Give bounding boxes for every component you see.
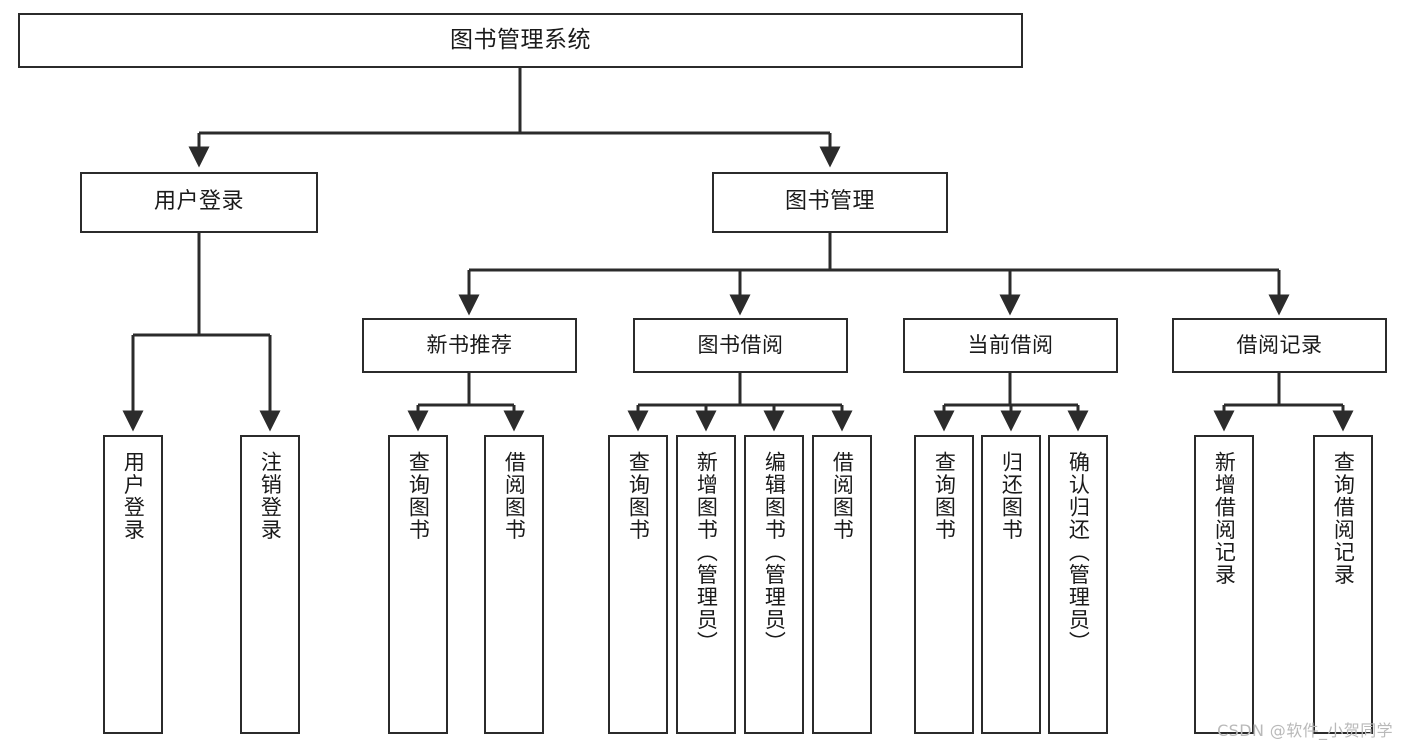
node-leaf-query-borrow-record[interactable]: 查询借阅记录: [1313, 435, 1373, 734]
node-leaf-add-borrow-record[interactable]: 新增借阅记录: [1194, 435, 1254, 734]
node-leaf-add-book-admin[interactable]: 新增图书（管理员）: [676, 435, 736, 734]
node-label: 查询借阅记录: [1331, 451, 1356, 586]
node-leaf-return-book[interactable]: 归还图书: [981, 435, 1041, 734]
node-leaf-user-login[interactable]: 用户登录: [103, 435, 163, 734]
node-leaf-confirm-return-admin[interactable]: 确认归还（管理员）: [1048, 435, 1108, 734]
node-label: 当前借阅: [967, 332, 1054, 357]
node-label: 归还图书: [999, 451, 1024, 541]
node-leaf-borrow-book[interactable]: 借阅图书: [812, 435, 872, 734]
node-label: 确认归还（管理员）: [1066, 451, 1091, 654]
node-label: 注销登录: [258, 451, 283, 541]
node-current-borrow[interactable]: 当前借阅: [903, 318, 1118, 373]
node-label: 借阅图书: [502, 451, 527, 541]
node-borrow-record[interactable]: 借阅记录: [1172, 318, 1387, 373]
node-label: 图书借阅: [697, 332, 784, 357]
node-leaf-query-book-recommend[interactable]: 查询图书: [388, 435, 448, 734]
node-leaf-edit-book-admin[interactable]: 编辑图书（管理员）: [744, 435, 804, 734]
node-book-borrow[interactable]: 图书借阅: [633, 318, 848, 373]
node-label: 图书管理系统: [450, 26, 591, 53]
node-label: 新增图书（管理员）: [694, 451, 719, 654]
node-label: 借阅记录: [1236, 332, 1323, 357]
node-label: 查询图书: [626, 451, 651, 541]
node-label: 新书推荐: [426, 332, 513, 357]
node-label: 编辑图书（管理员）: [762, 451, 787, 654]
node-label: 查询图书: [406, 451, 431, 541]
node-label: 新增借阅记录: [1212, 451, 1237, 586]
node-leaf-query-book-borrow[interactable]: 查询图书: [608, 435, 668, 734]
node-label: 借阅图书: [830, 451, 855, 541]
node-book-management-system[interactable]: 图书管理系统: [18, 13, 1023, 68]
node-new-book-recommend[interactable]: 新书推荐: [362, 318, 577, 373]
node-leaf-borrow-book-recommend[interactable]: 借阅图书: [484, 435, 544, 734]
node-label: 查询图书: [932, 451, 957, 541]
node-leaf-logout[interactable]: 注销登录: [240, 435, 300, 734]
node-label: 用户登录: [153, 189, 244, 215]
node-leaf-query-book-current[interactable]: 查询图书: [914, 435, 974, 734]
node-book-management[interactable]: 图书管理: [712, 172, 948, 233]
node-label: 图书管理: [784, 189, 875, 215]
node-user-login[interactable]: 用户登录: [80, 172, 318, 233]
node-label: 用户登录: [121, 451, 146, 541]
